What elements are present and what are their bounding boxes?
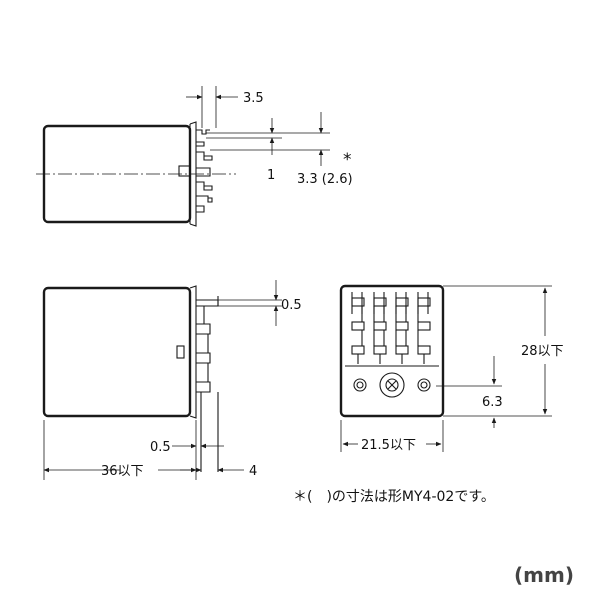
asterisk-label: *	[343, 150, 352, 170]
pin-length-label: 4	[249, 464, 257, 479]
pin-width-label: 1	[267, 168, 275, 183]
height-label: 28以下	[521, 344, 564, 359]
pin-thickness-label: 0.5	[281, 298, 302, 313]
unit-label: (mm)	[514, 563, 574, 587]
width-label: 21.5以下	[361, 438, 416, 453]
front-view	[42, 280, 282, 480]
length-label: 36以下	[101, 464, 144, 479]
base-height-label: 6.3	[482, 395, 503, 410]
pin-offset-label: 0.5	[150, 440, 171, 455]
top-view	[36, 86, 330, 227]
end-view	[339, 284, 552, 452]
pin-pitch-label: 3.5	[243, 91, 264, 106]
pin-spacing-label: 3.3 (2.6)	[297, 172, 353, 187]
footnote: ＊( )の寸法は形MY4-02です。	[293, 489, 495, 505]
